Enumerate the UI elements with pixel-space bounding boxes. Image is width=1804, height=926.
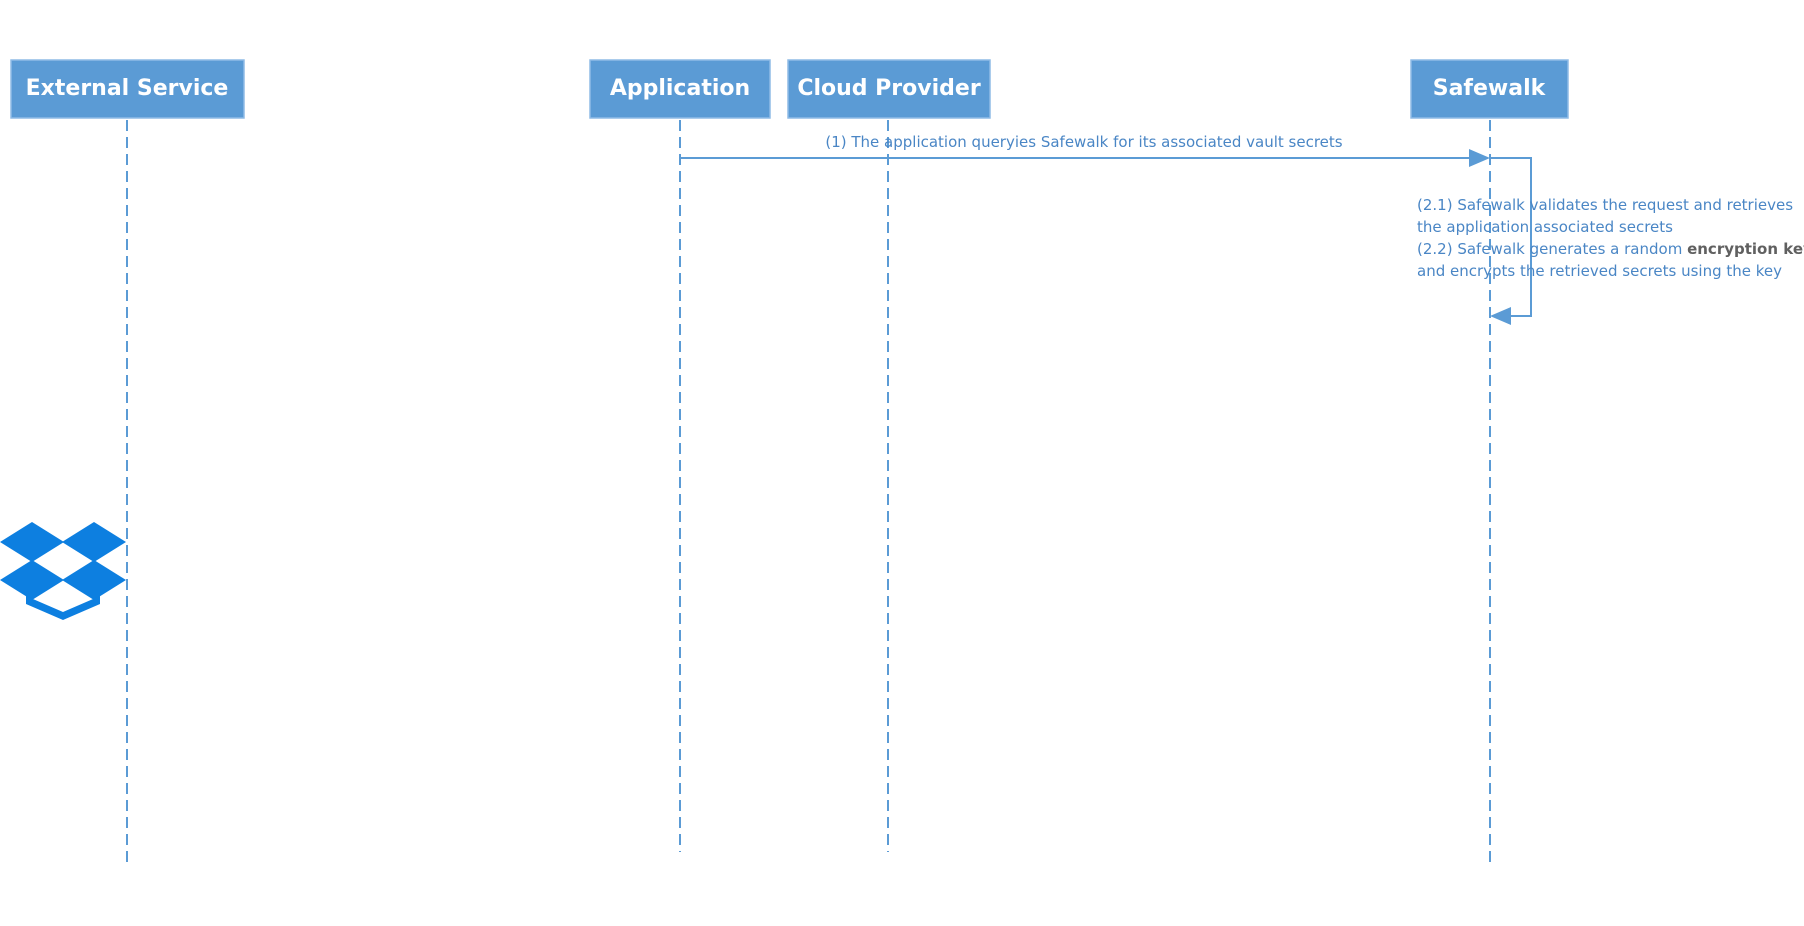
participant-safewalk: Safewalk xyxy=(1410,59,1569,119)
message-1-label: (1) The application queryies Safewalk fo… xyxy=(825,133,1342,151)
message-2-line-3: (2.2) Safewalk generates a random encryp… xyxy=(1417,240,1804,258)
dropbox-logo-mid-right xyxy=(62,560,126,600)
encryption-key-emphasis: encryption key xyxy=(1687,240,1804,258)
message-2: (2.1) Safewalk validates the request and… xyxy=(1417,157,1804,325)
message-2-line-4: and encrypts the retrieved secrets using… xyxy=(1417,262,1782,280)
dropbox-logo-top-left xyxy=(0,522,64,562)
participant-label: Safewalk xyxy=(1433,76,1547,101)
dropbox-logo-icon xyxy=(0,522,126,620)
message-2-line xyxy=(1490,157,1532,317)
dropbox-logo-mid-left xyxy=(0,560,64,600)
participant-label: External Service xyxy=(26,76,229,101)
message-2-line-1: (2.1) Safewalk validates the request and… xyxy=(1417,196,1793,214)
message-2-line-2: the application associated secrets xyxy=(1417,218,1673,236)
message-2-line-3-text: (2.2) Safewalk generates a random xyxy=(1417,240,1687,258)
participant-cloud-provider: Cloud Provider xyxy=(787,59,991,119)
participant-label: Application xyxy=(610,76,750,101)
participant-external-service: External Service xyxy=(10,59,245,119)
participant-application: Application xyxy=(589,59,771,119)
message-2-arrowhead xyxy=(1490,307,1511,325)
message-1: (1) The application queryies Safewalk fo… xyxy=(680,133,1490,167)
message-2-label: (2.1) Safewalk validates the request and… xyxy=(1417,196,1804,280)
participant-label: Cloud Provider xyxy=(797,76,981,101)
dropbox-logo-bottom xyxy=(26,596,100,620)
dropbox-logo-top-right xyxy=(62,522,126,562)
message-1-arrowhead xyxy=(1469,149,1490,167)
